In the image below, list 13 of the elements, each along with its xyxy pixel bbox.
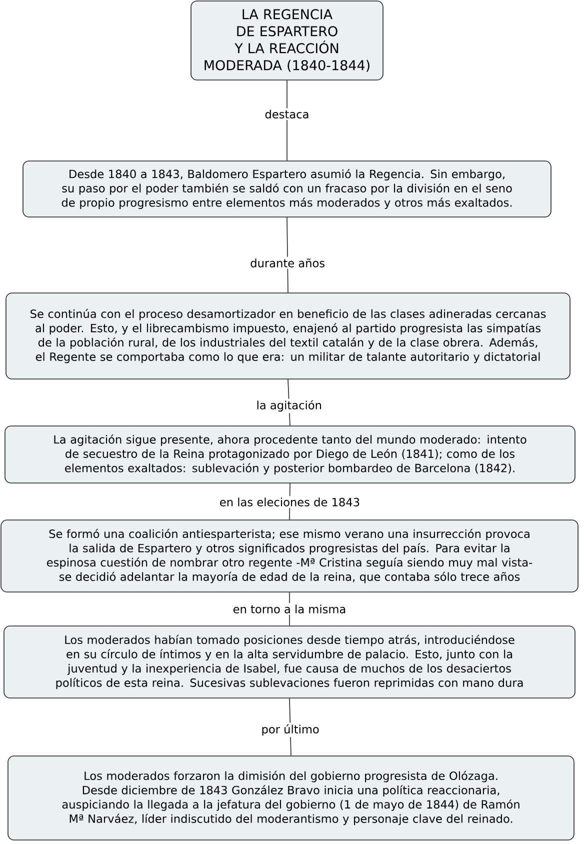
concept-box: Los moderados forzaron la dimisión del gobierno progresista de Olózaga. Desde diciembre de 1843 González Bravo inicia una política reaccionaria, auspiciando la llegada a la jefatura del gobierno (1 de mayo de 1844) de Ramón Mª Narváez, líder indiscutido del moderantismo y personaje clave del reinado. [8,756,574,840]
edge-label: en torno a la misma [231,603,348,615]
edge-label: destaca [263,108,311,120]
concept-box: Desde 1840 a 1843, Baldomero Espartero asumió la Regencia. Sin embargo, su paso por el poder también se saldó con un fracaso por la división en el seno de propio progresismo entre elementos más moderados y otros más exaltados. [22,160,552,218]
edge-label: la agitación [254,398,324,414]
concept-box: Se formó una coalición antiesparterista; ese mismo verano una insurrección provoca la salida de Espartero y otros significados progresistas del país. Para evitar la espinosa cuestión de nombrar otro regente -Mª Cristina seguía siendo muy mal vista- se decidió adelantar la mayoría de edad de la reina, que contaba sólo trece años [0,520,578,592]
concept-box: La agitación sigue presente, ahora procedente tanto del mundo moderado: intento de secuestro de la Reina protagonizado por Diego de León (1841); como de los elementos exaltados: sublevación y posterior bombardeo de Barcelona (1842). [4,426,576,484]
edge-label: durante años [248,256,327,269]
concept-box: Los moderados habían tomado posiciones desde tiempo atrás, introduciéndose en su círculo de íntimos y en la alta servidumbre de palacio. Esto, junto con la juventud y la inexperiencia de Isabel, fue causa de muchos de los desaciertos políticos de esta reina. Sucesivas sublevaciones fueron reprimidas con mano dura [4,626,576,698]
concept-box: Se continúa con el proceso desamortizador en beneficio de las clases adineradas cercanas al poder. Esto, y el librecambismo impuesto, enajenó al partido progresista las simpatías de la población rural, de los industriales del textil catalán y de la clase obrera. Además, el Regente se comportaba como lo que era: un militar de talante autoritario y dictatorial [6,292,570,380]
title-box: LA REGENCIA DE ESPARTERO Y LA REACCIÓN MODERADA (1840-1844) [190,0,384,80]
edge-label: por último [260,722,321,738]
edge-label: en las eleciones de 1843 [218,496,362,508]
